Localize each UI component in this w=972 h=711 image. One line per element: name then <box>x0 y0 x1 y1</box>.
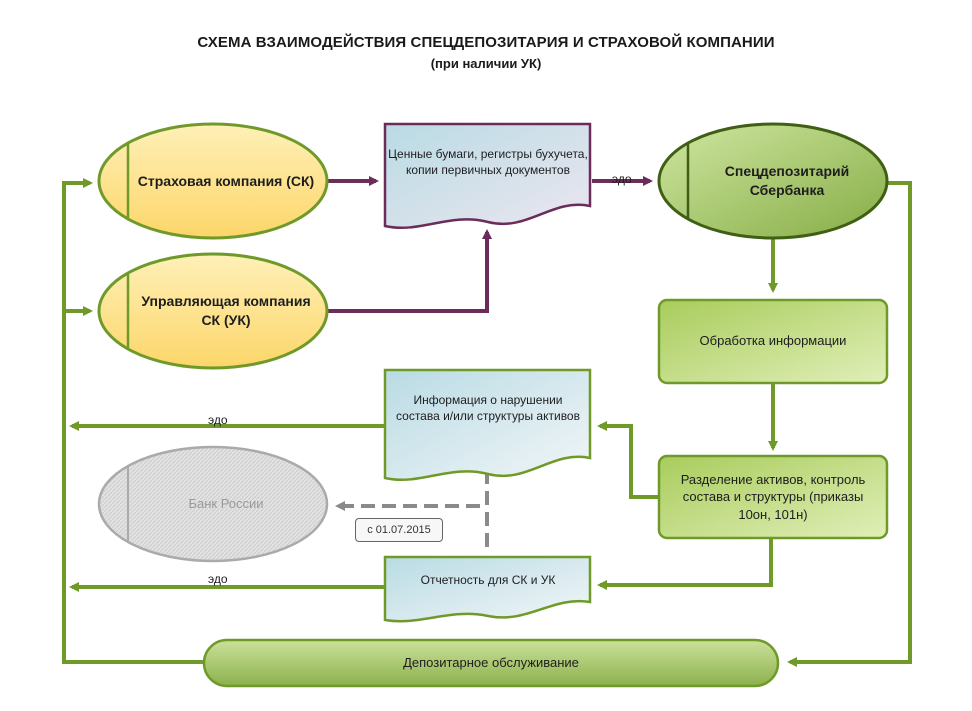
connector-separation-to-violation <box>597 421 659 499</box>
violation-info-label: Информация о нарушении состава и/или стр… <box>396 392 580 423</box>
insurance-label: Страховая компания (СК) <box>137 172 315 189</box>
management-company-node <box>97 252 329 370</box>
documents-shape <box>383 122 592 230</box>
edo-label-reporting: эдо <box>208 572 228 586</box>
connector-service-to-insurance <box>62 178 204 664</box>
management-label: Управляющая компания СК (УК) <box>141 293 311 328</box>
edo-label-top: эдо <box>612 172 632 186</box>
connector-separation-to-reporting <box>597 538 773 590</box>
documents-label: Ценные бумаги, регистры бухучета, копии … <box>388 146 588 177</box>
separation-box <box>657 454 889 540</box>
service-label: Депозитарное обслуживание <box>403 655 579 671</box>
connector-management-to-documents <box>328 229 492 313</box>
bank-of-russia-node <box>97 445 329 563</box>
edo-label-violation: эдо <box>208 413 228 427</box>
service-pill <box>202 638 780 688</box>
page-subtitle: (при наличии УК) <box>430 56 542 71</box>
depositary-label: Спецдепозитарий Сбербанка <box>724 163 850 198</box>
connector-depositary-to-service <box>787 181 912 667</box>
insurance-company-node <box>97 122 329 240</box>
bank-label: Банк России <box>188 496 264 512</box>
processing-box <box>657 298 889 385</box>
since-date-tag: с 01.07.2015 <box>355 518 443 542</box>
reporting-shape <box>383 555 592 623</box>
page-title: СХЕМА ВЗАИМОДЕЙСТВИЯ СПЕЦДЕПОЗИТАРИЯ И С… <box>197 34 775 51</box>
depositary-node <box>657 122 889 240</box>
separation-label: Разделение активов, контроль состава и с… <box>680 471 866 522</box>
violation-info-shape <box>383 368 592 482</box>
reporting-label: Отчетность для СК и УК <box>420 572 556 587</box>
processing-label: Обработка информации <box>699 333 847 349</box>
